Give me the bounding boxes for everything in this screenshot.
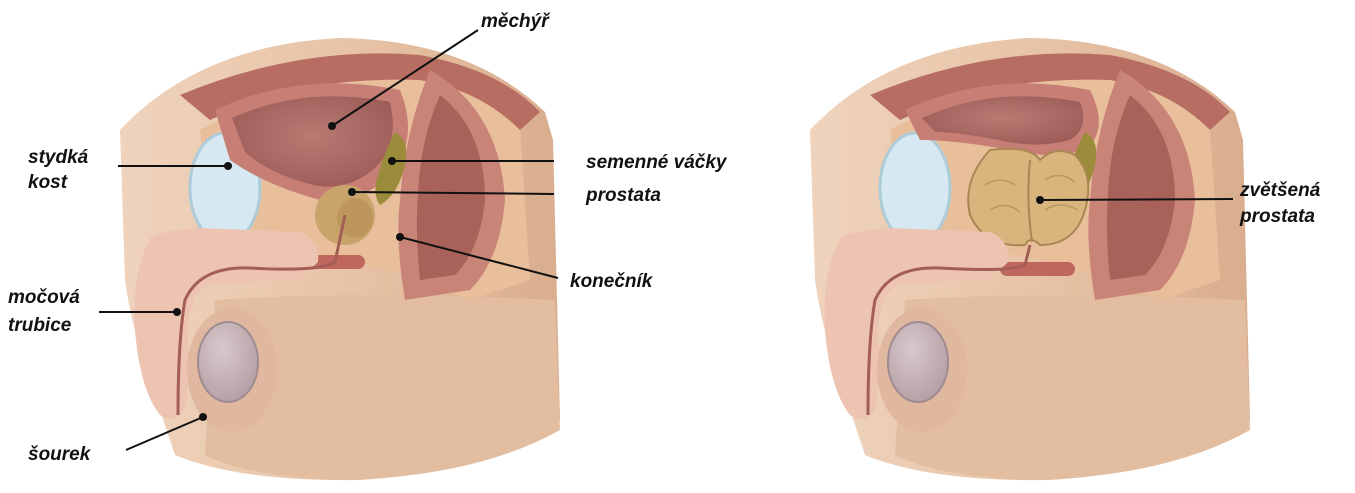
- dot-enlarged-prostate: [1036, 196, 1044, 204]
- label-pubic-bone-line2: kost: [28, 172, 68, 193]
- left-testis: [198, 322, 258, 402]
- dot-rectum: [396, 233, 404, 241]
- dot-bladder: [328, 122, 336, 130]
- left-anatomy: [120, 38, 560, 480]
- label-pubic-bone-line1: stydká: [28, 147, 89, 168]
- dot-seminal-vesicles: [388, 157, 396, 165]
- dot-urethra: [173, 308, 181, 316]
- label-seminal-vesicles: semenné váčky: [586, 152, 728, 173]
- label-enlarged-prostate-line1: zvětšená: [1239, 180, 1321, 201]
- dot-prostate: [348, 188, 356, 196]
- right-testis: [888, 322, 948, 402]
- label-prostate: prostata: [585, 185, 661, 206]
- leader-enlarged-prostate: [1040, 199, 1233, 200]
- label-rectum: konečník: [570, 271, 654, 292]
- label-scrotum: šourek: [28, 444, 92, 465]
- right-pubic-bone: [880, 133, 950, 243]
- right-anatomy: [810, 38, 1250, 480]
- label-urethra-line2: trubice: [8, 315, 72, 336]
- label-bladder: měchýř: [481, 11, 551, 32]
- dot-scrotum: [199, 413, 207, 421]
- label-enlarged-prostate-line2: prostata: [1239, 206, 1315, 227]
- dot-pubic-bone: [224, 162, 232, 170]
- label-urethra-line1: močová: [8, 287, 80, 308]
